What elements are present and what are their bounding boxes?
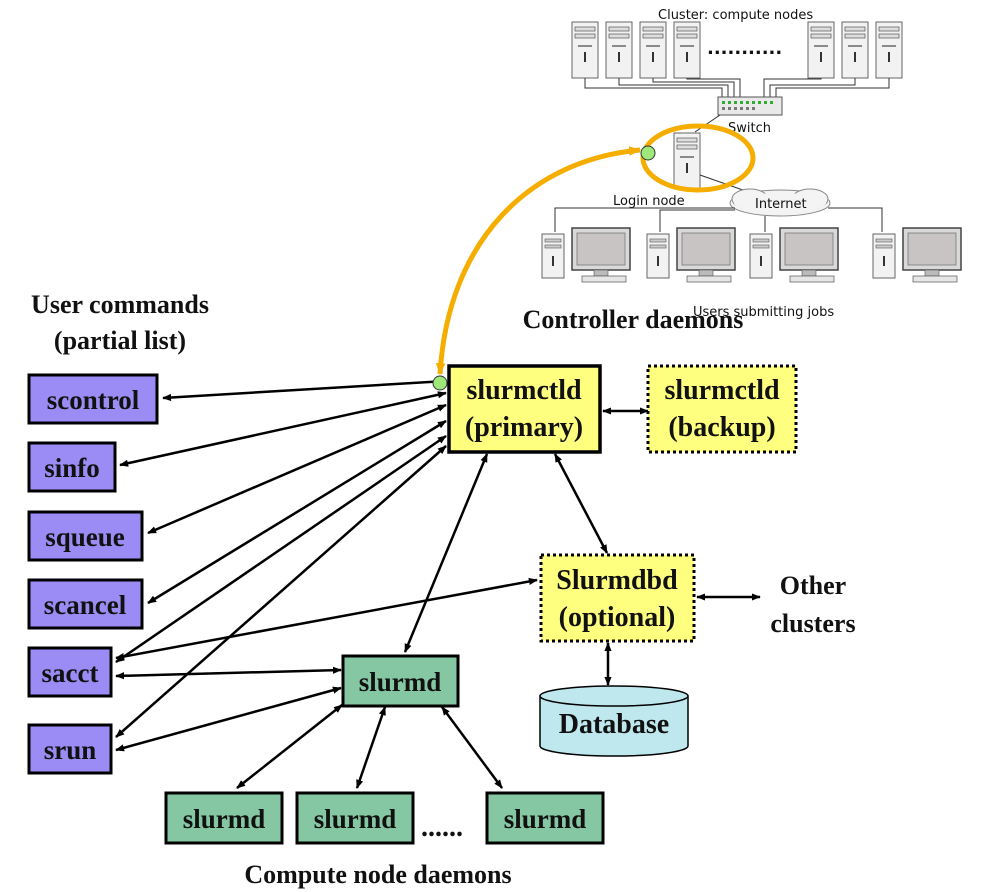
user-commands-subheading: (partial list) bbox=[54, 326, 186, 355]
user-workstation-icon bbox=[646, 227, 736, 283]
compute-node-daemons-heading: Compute node daemons bbox=[244, 860, 511, 889]
command-box-srun[interactable]: srun bbox=[27, 723, 113, 775]
internet-cloud-icon bbox=[729, 188, 831, 217]
compute-slurmd-box[interactable]: slurmd bbox=[295, 791, 415, 845]
users-label: Users submitting jobs bbox=[693, 305, 834, 320]
controller-daemons-heading: Controller daemons bbox=[523, 305, 744, 334]
command-box-scancel[interactable]: scancel bbox=[27, 578, 144, 630]
compute-node-icon bbox=[841, 21, 869, 79]
slurmd-label: slurmd bbox=[504, 804, 587, 834]
slurmd-label: slurmd bbox=[314, 804, 397, 834]
user-workstation-icon bbox=[749, 227, 839, 283]
slurmctld-primary-box[interactable]: slurmctld (primary) bbox=[447, 364, 602, 454]
login-to-controller-arrow bbox=[435, 146, 642, 376]
compute-node-icon bbox=[605, 21, 633, 79]
slurmd-label: slurmd bbox=[359, 667, 442, 697]
slurmd-label: slurmd bbox=[183, 804, 266, 834]
slurmctld-backup-box[interactable]: slurmctld (backup) bbox=[646, 364, 798, 454]
user-commands-heading: User commands bbox=[31, 290, 209, 319]
primary-line2: (primary) bbox=[465, 412, 583, 443]
switch-label: Switch bbox=[728, 121, 771, 136]
cluster-dots: ........... bbox=[707, 38, 782, 59]
compute-slurmd-box[interactable]: slurmd bbox=[164, 791, 284, 845]
command-label: scancel bbox=[44, 590, 127, 620]
other-clusters-heading: Other bbox=[780, 571, 846, 600]
backup-line1: slurmctld bbox=[664, 375, 780, 406]
command-box-sinfo[interactable]: sinfo bbox=[27, 441, 117, 493]
cluster-label: Cluster: compute nodes bbox=[658, 8, 813, 23]
connection-arrows bbox=[115, 377, 761, 789]
command-label: srun bbox=[44, 735, 97, 765]
login-node-icon bbox=[673, 132, 701, 190]
database-cylinder[interactable]: Database bbox=[539, 685, 689, 757]
compute-node-icon bbox=[875, 21, 903, 79]
command-box-scontrol[interactable]: scontrol bbox=[27, 373, 159, 425]
other-clusters-subheading: clusters bbox=[770, 609, 855, 638]
command-box-squeue[interactable]: squeue bbox=[27, 510, 144, 562]
primary-line1: slurmctld bbox=[466, 375, 582, 406]
slurmd-main-box[interactable]: slurmd bbox=[341, 654, 460, 708]
controller-endpoint-dot bbox=[432, 375, 448, 391]
slurmdbd-line1: Slurmdbd bbox=[556, 565, 678, 596]
slurmdbd-box[interactable]: Slurmdbd (optional) bbox=[539, 553, 696, 643]
command-label: sacct bbox=[42, 658, 99, 688]
cluster-illustration: Cluster: compute nodes ........... bbox=[541, 8, 962, 320]
user-workstation-icon bbox=[872, 227, 962, 283]
user-workstation-icon bbox=[541, 227, 631, 283]
internet-label: Internet bbox=[755, 197, 807, 212]
command-label: squeue bbox=[45, 522, 125, 552]
compute-node-icon bbox=[673, 21, 701, 79]
compute-dots: ...... bbox=[421, 812, 463, 843]
compute-slurmd-box[interactable]: slurmd bbox=[485, 791, 605, 845]
compute-node-icon bbox=[807, 21, 835, 79]
command-label: sinfo bbox=[44, 453, 100, 483]
switch-icon bbox=[717, 96, 783, 116]
command-label: scontrol bbox=[47, 385, 140, 415]
user-command-boxes: scontrol sinfo squeue scancel sacct srun bbox=[27, 373, 159, 775]
login-endpoint-dot bbox=[640, 145, 656, 161]
compute-node-icon bbox=[639, 21, 667, 79]
database-label: Database bbox=[559, 709, 669, 740]
backup-line2: (backup) bbox=[668, 412, 775, 443]
command-box-sacct[interactable]: sacct bbox=[27, 646, 113, 698]
slurmdbd-line2: (optional) bbox=[559, 602, 676, 633]
compute-node-icon bbox=[571, 21, 599, 79]
login-node-label: Login node bbox=[613, 194, 685, 209]
login-highlight bbox=[432, 123, 756, 391]
